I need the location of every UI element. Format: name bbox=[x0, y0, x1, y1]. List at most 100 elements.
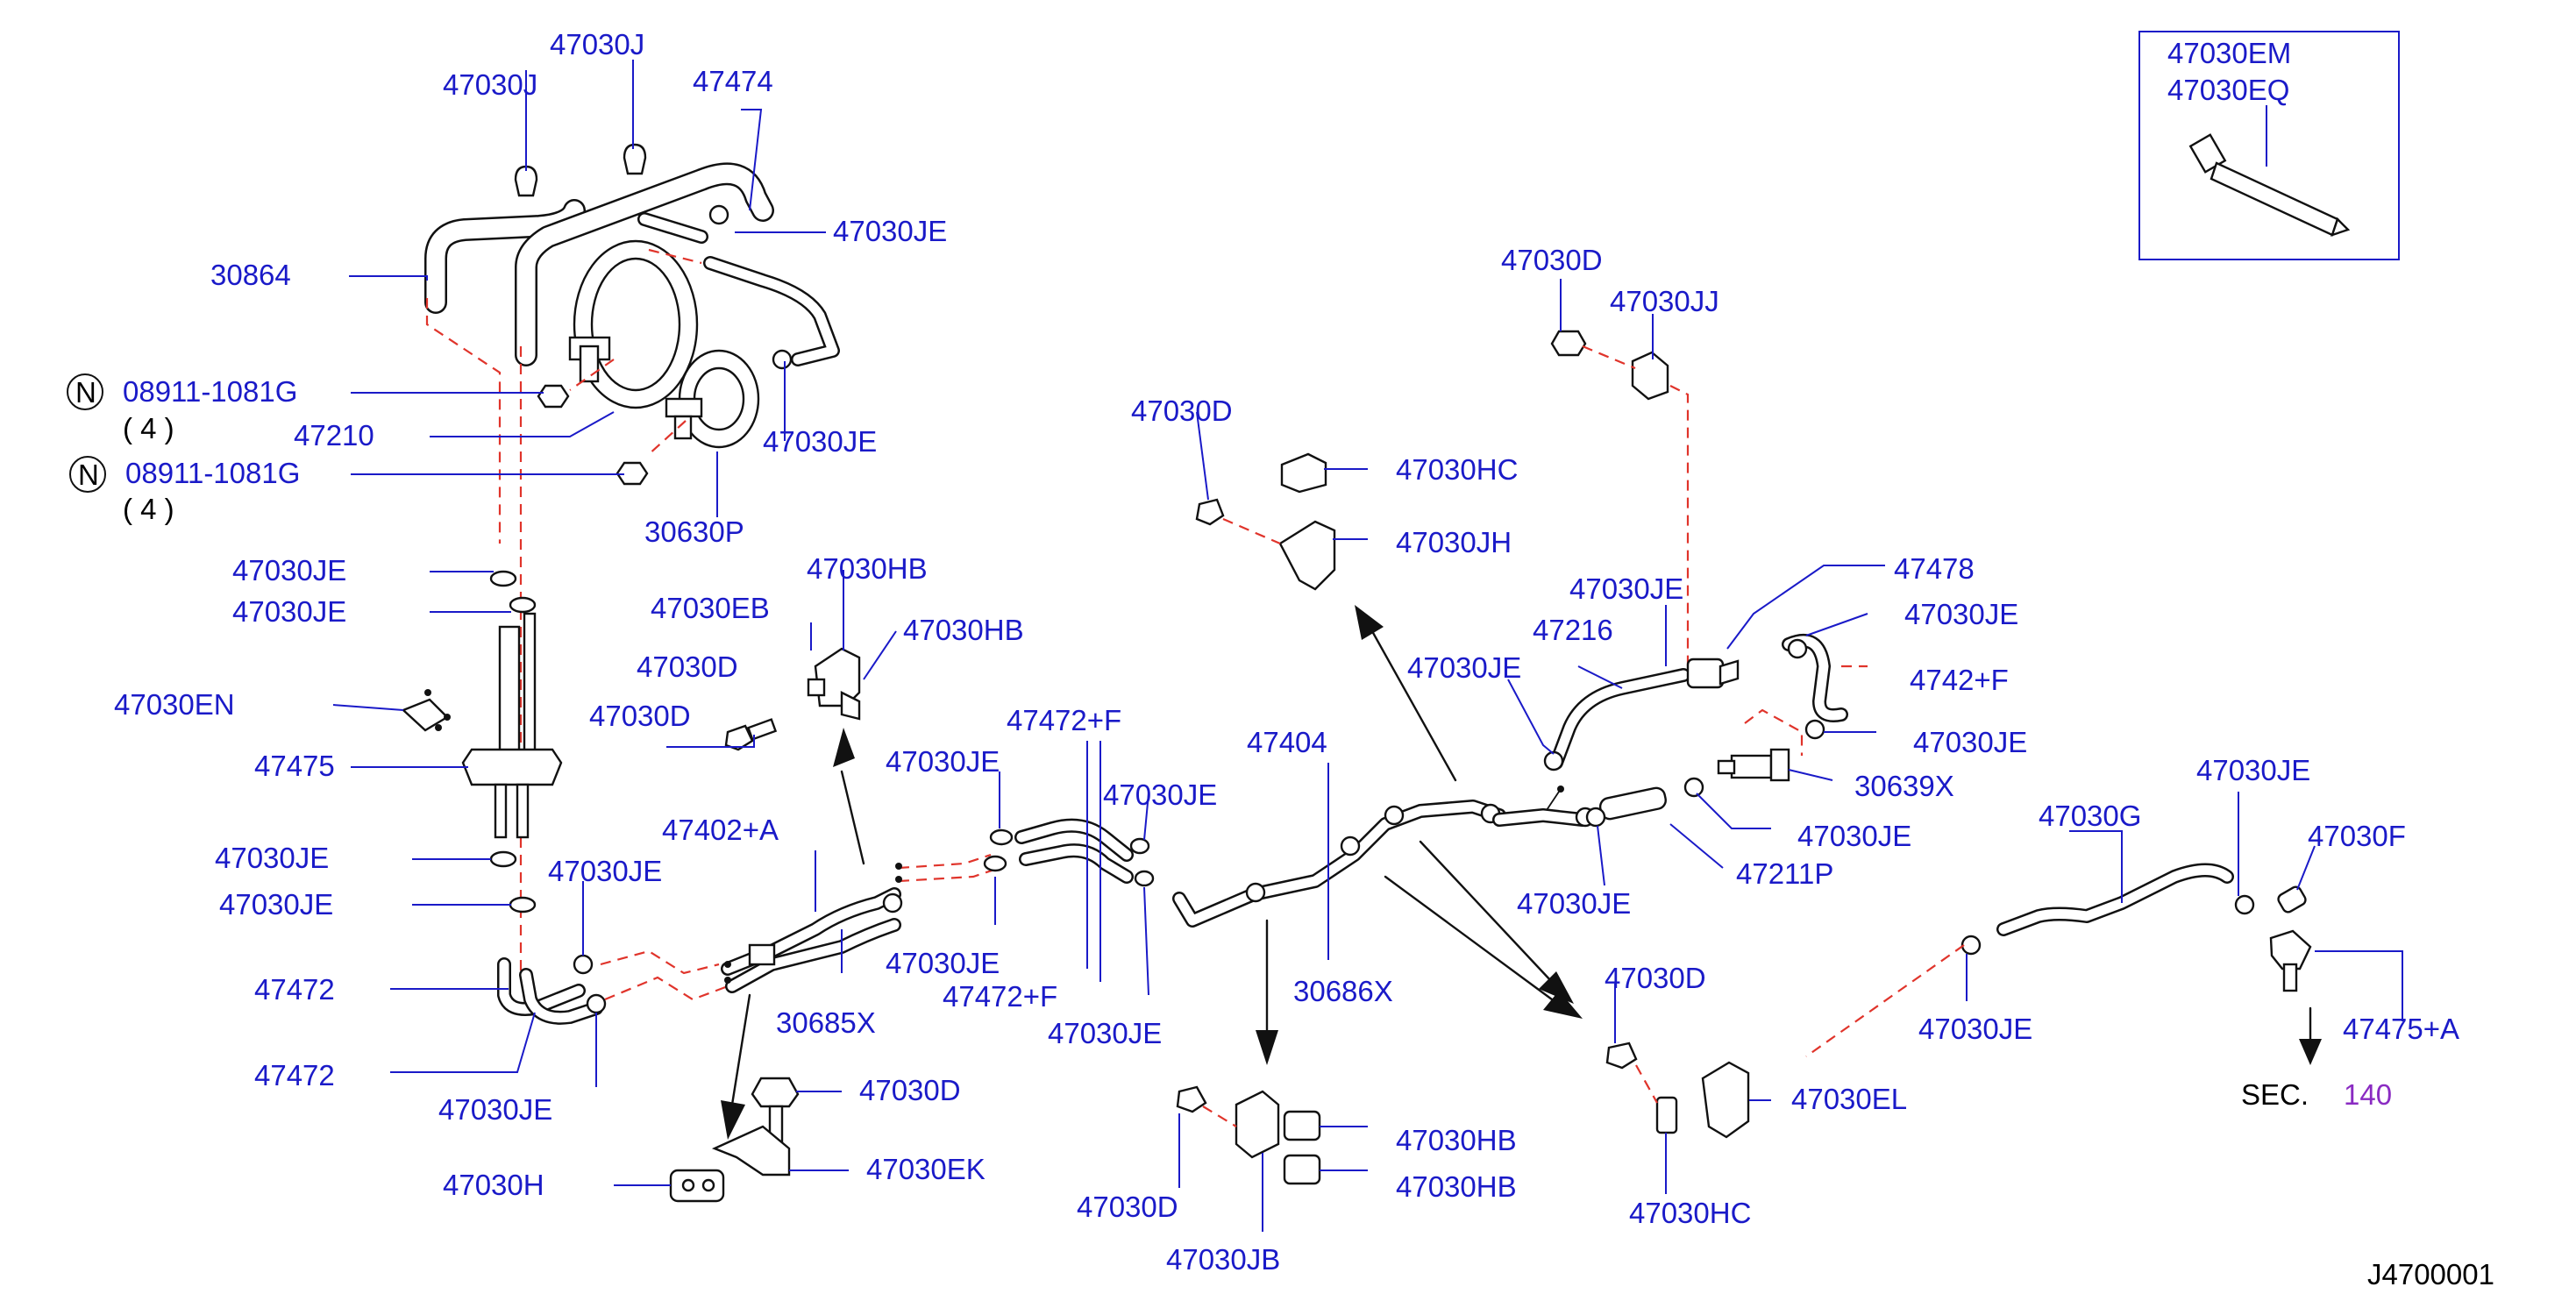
label-4742f: 4742+F bbox=[1910, 664, 2009, 696]
bracket-47030jb-icon bbox=[1235, 1090, 1280, 1159]
label-47030je: 47030JE bbox=[1904, 598, 2018, 630]
label-30639x: 30639X bbox=[1854, 770, 1954, 802]
label-47030je: 47030JE bbox=[1103, 778, 1217, 811]
bracket-47030eb bbox=[807, 647, 861, 721]
label-47030jb: 47030JB bbox=[1166, 1243, 1280, 1276]
label-47030j: 47030J bbox=[443, 68, 537, 101]
bracket-47030ek-icon bbox=[711, 1125, 791, 1177]
inset-label-47030eq: 47030EQ bbox=[2167, 74, 2289, 106]
label-47030je: 47030JE bbox=[438, 1093, 552, 1126]
label-08911-1081g: 08911-1081G bbox=[123, 375, 297, 408]
sec-number: 140 bbox=[2344, 1078, 2392, 1111]
label-47030hb: 47030HB bbox=[1396, 1124, 1517, 1156]
label-30686x: 30686X bbox=[1293, 975, 1393, 1007]
label-47472f: 47472+F bbox=[943, 980, 1057, 1013]
label-47030d: 47030D bbox=[637, 650, 738, 683]
label-47404: 47404 bbox=[1247, 726, 1327, 758]
label-47030d: 47030D bbox=[1131, 395, 1233, 427]
grommet-47030h-icon bbox=[669, 1169, 725, 1203]
label-47030je: 47030JE bbox=[1048, 1017, 1162, 1049]
grommet-47030hb-icons bbox=[1283, 1110, 1321, 1185]
label-47030je: 47030JE bbox=[833, 215, 947, 247]
arrows bbox=[721, 605, 2322, 1140]
label-30685x: 30685X bbox=[776, 1006, 876, 1039]
bolt-47030d-mid-icon bbox=[1195, 498, 1225, 526]
label-47030hc: 47030HC bbox=[1396, 453, 1518, 486]
label-47030je: 47030JE bbox=[1797, 820, 1911, 852]
bolt-47030d-right-icon bbox=[1550, 330, 1587, 357]
label-47030je: 47030JE bbox=[232, 595, 346, 628]
label-47030je: 47030JE bbox=[2196, 754, 2310, 786]
clamps-left bbox=[489, 570, 537, 914]
label-47030je: 47030JE bbox=[1913, 726, 2027, 758]
label-47030en: 47030EN bbox=[114, 688, 235, 721]
dots bbox=[724, 863, 902, 984]
label-47211p: 47211P bbox=[1736, 857, 1833, 890]
n-marker-b: N bbox=[69, 456, 106, 493]
label-47030je: 47030JE bbox=[215, 842, 329, 874]
section-reference: SEC. 140 bbox=[2241, 1078, 2392, 1111]
bracket-47030jh-icon bbox=[1278, 520, 1336, 591]
label-47216: 47216 bbox=[1533, 614, 1613, 646]
label-47472: 47472 bbox=[254, 1059, 335, 1091]
label-47030g: 47030G bbox=[2039, 800, 2141, 832]
label-47030je: 47030JE bbox=[886, 745, 1000, 778]
label-47030hb: 47030HB bbox=[807, 552, 928, 585]
cap-47030f-icon bbox=[2277, 885, 2307, 914]
label-47472f: 47472+F bbox=[1007, 704, 1121, 736]
sec-prefix: SEC. bbox=[2241, 1078, 2309, 1111]
vacuum-valve-icon bbox=[665, 349, 760, 449]
label-47030d: 47030D bbox=[1077, 1191, 1178, 1223]
label-47030je: 47030JE bbox=[548, 855, 662, 887]
label-47030d: 47030D bbox=[1501, 244, 1603, 276]
label-47030jh: 47030JH bbox=[1396, 526, 1512, 558]
label-47030hb: 47030HB bbox=[903, 614, 1024, 646]
label-47030h: 47030H bbox=[443, 1169, 544, 1201]
label-47030ek: 47030EK bbox=[866, 1153, 986, 1185]
n-marker-a: N bbox=[67, 373, 103, 410]
label-47030jj: 47030JJ bbox=[1610, 285, 1719, 317]
label-47030f: 47030F bbox=[2308, 820, 2406, 852]
label-47030je: 47030JE bbox=[1517, 887, 1631, 920]
label-47472: 47472 bbox=[254, 973, 335, 1006]
label-30864: 30864 bbox=[210, 259, 291, 291]
fuel-filter-assembly bbox=[461, 612, 563, 839]
leader-lines bbox=[332, 60, 2403, 1232]
hose-47030g bbox=[1960, 863, 2255, 956]
connector-47030en-icon bbox=[401, 689, 451, 732]
label-47030d: 47030D bbox=[589, 700, 691, 732]
bolt-47030d-icon bbox=[724, 718, 778, 751]
clamps-right bbox=[1585, 719, 1825, 828]
label-47030je: 47030JE bbox=[1407, 651, 1521, 684]
label-47030el: 47030EL bbox=[1791, 1083, 1907, 1115]
clip-47030hc-lower-icon bbox=[1655, 1096, 1678, 1134]
pipe-47404 bbox=[1172, 800, 1506, 928]
label-47030je: 47030JE bbox=[763, 425, 877, 458]
clip-icon bbox=[514, 143, 647, 197]
hose-assembly-top-left bbox=[424, 143, 840, 486]
label-47030je: 47030JE bbox=[232, 554, 346, 587]
label-47030eb: 47030EB bbox=[651, 592, 770, 624]
inset-box: 47030EM 47030EQ bbox=[2138, 31, 2400, 260]
label-47030d: 47030D bbox=[1605, 962, 1706, 994]
quantity-b: ( 4 ) bbox=[123, 493, 174, 525]
bolt-47030d-br-icon bbox=[1605, 1042, 1638, 1070]
svg-text:N: N bbox=[75, 376, 96, 409]
canister-icon bbox=[568, 239, 699, 409]
hose-47216 bbox=[1543, 668, 1690, 771]
hose-47472f-right bbox=[1782, 634, 1848, 722]
hose-47472-lower bbox=[497, 954, 607, 1025]
quantity-a: ( 4 ) bbox=[123, 412, 174, 444]
label-47030je: 47030JE bbox=[1918, 1013, 2032, 1045]
fuel-damper-47478 bbox=[1686, 658, 1740, 689]
diagram-code: J4700001 bbox=[2367, 1258, 2494, 1290]
label-30630p: 30630P bbox=[644, 515, 744, 548]
label-47030je: 47030JE bbox=[886, 947, 1000, 979]
labels: 47030J 47030J 47474 47030JE 30864 08911-… bbox=[114, 28, 2459, 1276]
clip-47030hc-icon bbox=[1280, 452, 1327, 494]
label-08911-1081g: 08911-1081G bbox=[125, 457, 300, 489]
label-47030je: 47030JE bbox=[1569, 572, 1683, 605]
label-47030d: 47030D bbox=[859, 1074, 961, 1106]
bolt-47030d-lower-icon bbox=[1176, 1085, 1207, 1113]
